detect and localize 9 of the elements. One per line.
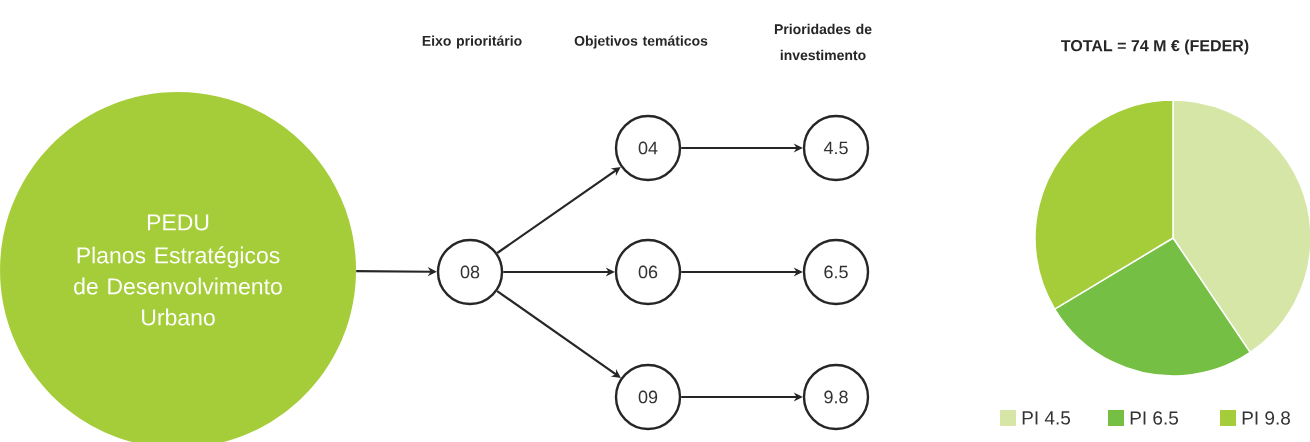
arrow (496, 290, 621, 378)
arrow (496, 167, 621, 254)
legend-label: PI 4.5 (1022, 411, 1071, 425)
column-heading: Eixo prioritário (422, 35, 522, 49)
legend-label: PI 9.8 (1242, 411, 1290, 425)
chart-title: TOTAL = 74 M € (FEDER) (1061, 39, 1249, 55)
column-heading: Prioridades de investimento (774, 23, 872, 61)
legend-label: PI 6.5 (1130, 411, 1179, 425)
column-heading: Objetivos temáticos (574, 35, 708, 49)
